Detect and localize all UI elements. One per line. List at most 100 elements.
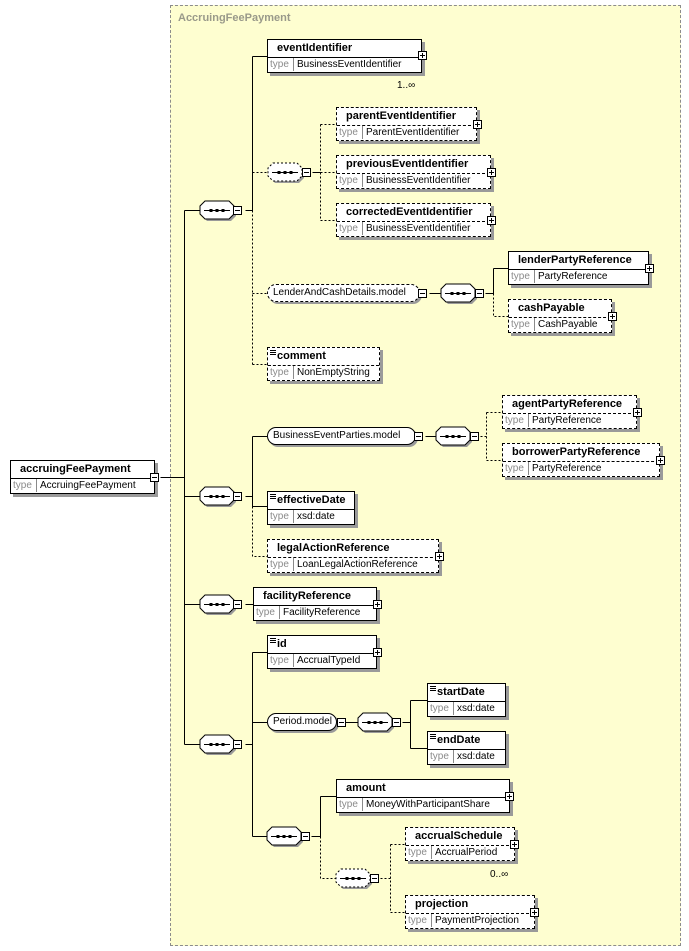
element-name: cashPayable [518, 302, 585, 314]
collapse-toggle-icon[interactable] [470, 432, 479, 441]
sequence-compositor-icon[interactable] [335, 868, 372, 889]
connector-seq1-branches [252, 172, 268, 365]
sequence-compositor-icon[interactable] [435, 426, 472, 447]
sequence-compositor-icon[interactable] [199, 486, 236, 507]
compositor-dot [373, 721, 377, 724]
expand-toggle-icon[interactable] [645, 264, 654, 273]
element-name: startDate [437, 686, 485, 698]
connector-period-branches [402, 700, 427, 749]
compositor-dot [209, 495, 213, 498]
collapse-toggle-icon[interactable] [233, 740, 242, 749]
simple-content-icon [270, 350, 276, 355]
type-key: type [406, 846, 432, 859]
compositor-dot [221, 495, 225, 498]
type-key: type [509, 318, 535, 331]
connector-seq2-required [245, 436, 267, 507]
expand-toggle-icon[interactable] [656, 456, 665, 465]
group-period-model[interactable]: Period.model [267, 713, 337, 731]
sequence-compositor-icon[interactable] [440, 283, 477, 304]
element-type: MoneyWithParticipantShare [366, 799, 490, 810]
collapse-toggle-icon[interactable] [302, 168, 311, 177]
collapse-toggle-icon[interactable] [370, 874, 379, 883]
group-lender-and-cash-details[interactable]: LenderAndCashDetails.model [267, 284, 420, 302]
collapse-toggle-icon[interactable] [301, 832, 310, 841]
collapse-toggle-icon[interactable] [233, 492, 242, 501]
element-name: accrualSchedule [415, 830, 503, 842]
collapse-toggle-icon[interactable] [337, 718, 346, 727]
expand-toggle-icon[interactable] [487, 168, 496, 177]
collapse-toggle-icon[interactable] [418, 289, 427, 298]
element-name: borrowerPartyReference [512, 446, 641, 458]
compositor-dot [221, 209, 225, 212]
expand-toggle-icon[interactable] [487, 216, 496, 225]
compositor-dot [215, 743, 219, 746]
element-type: PartyReference [532, 415, 602, 426]
expand-toggle-icon[interactable] [373, 648, 382, 657]
sequence-compositor-icon[interactable] [267, 162, 304, 183]
sequence-compositor-icon[interactable] [199, 734, 236, 755]
compositor-dot [456, 292, 460, 295]
collapse-toggle-icon[interactable] [233, 600, 242, 609]
expand-toggle-icon[interactable] [435, 552, 444, 561]
element-type: BusinessEventIdentifier [297, 59, 402, 70]
element-type: AccrualTypeId [297, 655, 361, 666]
collapse-toggle-icon[interactable] [414, 432, 423, 441]
expand-toggle-icon[interactable] [473, 120, 482, 129]
type-key: type [11, 479, 37, 492]
expand-toggle-icon[interactable] [530, 908, 539, 917]
compositor-dot [345, 877, 349, 880]
element-type: xsd:date [457, 703, 495, 714]
complex-type-title: AccruingFeePayment [178, 12, 291, 24]
expand-toggle-icon[interactable] [633, 408, 642, 417]
compositor-dot [450, 292, 454, 295]
type-key: type [503, 414, 529, 427]
expand-toggle-icon[interactable] [418, 51, 427, 60]
sequence-compositor-icon[interactable] [266, 826, 303, 847]
group-business-event-parties[interactable]: BusinessEventParties.model [267, 427, 416, 445]
connector-event-choice-branches [320, 124, 336, 221]
element-type: FacilityReference [283, 607, 361, 618]
element-name: correctedEventIdentifier [346, 206, 473, 218]
element-name: agentPartyReference [512, 398, 623, 410]
connector-main-branches [184, 210, 200, 745]
collapse-toggle-icon[interactable] [475, 289, 484, 298]
sequence-compositor-icon[interactable] [199, 200, 236, 221]
type-key: type [337, 222, 363, 235]
element-name: endDate [437, 734, 481, 746]
expand-toggle-icon[interactable] [373, 600, 382, 609]
expand-toggle-icon[interactable] [510, 840, 519, 849]
element-name: amount [346, 782, 386, 794]
element-type: AccruingFeePayment [40, 480, 136, 491]
type-key: type [268, 58, 294, 71]
expand-toggle-icon[interactable] [608, 312, 617, 321]
collapse-toggle-icon[interactable] [150, 473, 159, 482]
collapse-toggle-icon[interactable] [392, 718, 401, 727]
element-name: id [277, 638, 287, 650]
sequence-compositor-icon[interactable] [199, 594, 236, 615]
element-name: legalActionReference [277, 542, 390, 554]
collapse-toggle-icon[interactable] [233, 206, 242, 215]
sequence-compositor-icon[interactable] [357, 712, 394, 733]
expand-toggle-icon[interactable] [505, 792, 514, 801]
type-key: type [428, 702, 454, 715]
